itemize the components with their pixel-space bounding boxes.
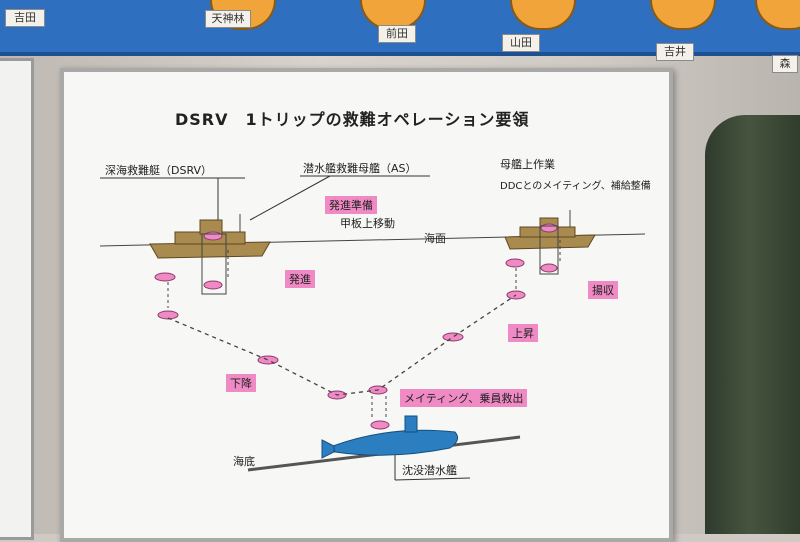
launch-badge: 発進 — [285, 270, 315, 288]
name-tag: 吉井 — [656, 43, 694, 61]
sub-label-line — [394, 477, 471, 481]
as-pointer — [249, 175, 331, 221]
deck-move-label: 甲板上移動 — [340, 217, 395, 230]
mother-work-label: 母艦上作業 — [500, 158, 555, 171]
dsrv-label: 深海救難艇（DSRV） — [105, 164, 213, 177]
ddc-label: DDCとのメイティング、補給整備 — [500, 181, 651, 192]
ascend-badge: 上昇 — [508, 324, 538, 342]
diagram-board — [60, 68, 673, 542]
sea-floor-label: 海底 — [233, 455, 255, 468]
name-tag: 吉田 — [5, 9, 45, 27]
sunken-submarine — [321, 415, 459, 459]
as-label: 潜水艦救難母艦（AS） — [303, 162, 417, 175]
crane-frame-right — [539, 225, 559, 275]
board-title: DSRV 1トリップの救難オペレーション要領 — [175, 110, 530, 129]
mating-badge: メイティング、乗員救出 — [400, 389, 528, 407]
sunken-sub-label: 沈没潜水艦 — [402, 464, 457, 477]
dsrv-path — [167, 294, 517, 396]
name-tag: 天神林 — [205, 10, 251, 28]
prep-badge: 発進準備 — [325, 196, 377, 214]
name-tag: 前田 — [378, 25, 416, 43]
crane-frame-left — [201, 233, 227, 295]
name-tag-shelf: 吉田 天神林 前田 山田 吉井 森 — [0, 0, 800, 73]
sea-surface-label: 海面 — [424, 232, 446, 245]
recover-badge: 揚収 — [588, 281, 618, 299]
descend-badge: 下降 — [226, 374, 256, 392]
mother-ship-left — [149, 214, 271, 259]
hanging-jacket — [705, 115, 800, 534]
name-tag: 山田 — [502, 34, 540, 52]
name-tag: 森 — [772, 55, 798, 73]
left-board-edge — [0, 58, 34, 540]
